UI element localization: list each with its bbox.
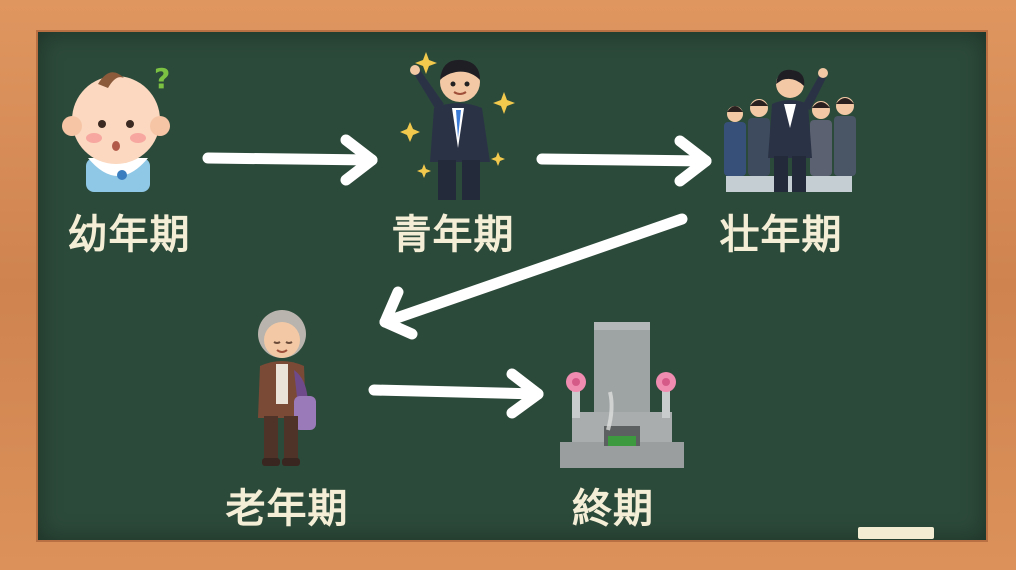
stage-label-prime: 壮年期 [719, 212, 843, 258]
blackboard [36, 30, 988, 542]
arrow-childhood-to-adolescence [202, 134, 378, 186]
gravestone-icon [558, 322, 686, 476]
chalk-piece [858, 527, 934, 539]
stage-label-old-age: 老年期 [225, 486, 349, 532]
stage-label-adolescence: 青年期 [391, 212, 515, 258]
arrow-adolescence-to-prime [536, 135, 712, 187]
arrow-old-age-to-end [368, 368, 544, 419]
stage-label-end: 終期 [572, 486, 654, 532]
stage-label-childhood: 幼年期 [67, 212, 191, 258]
arrow-prime-to-old-age [379, 213, 688, 340]
svg-text:?: ? [154, 62, 170, 95]
elderly-person-icon [248, 306, 324, 474]
businessman-icon [400, 52, 520, 206]
office-team-icon [722, 66, 858, 200]
baby-icon: ? [58, 62, 178, 198]
